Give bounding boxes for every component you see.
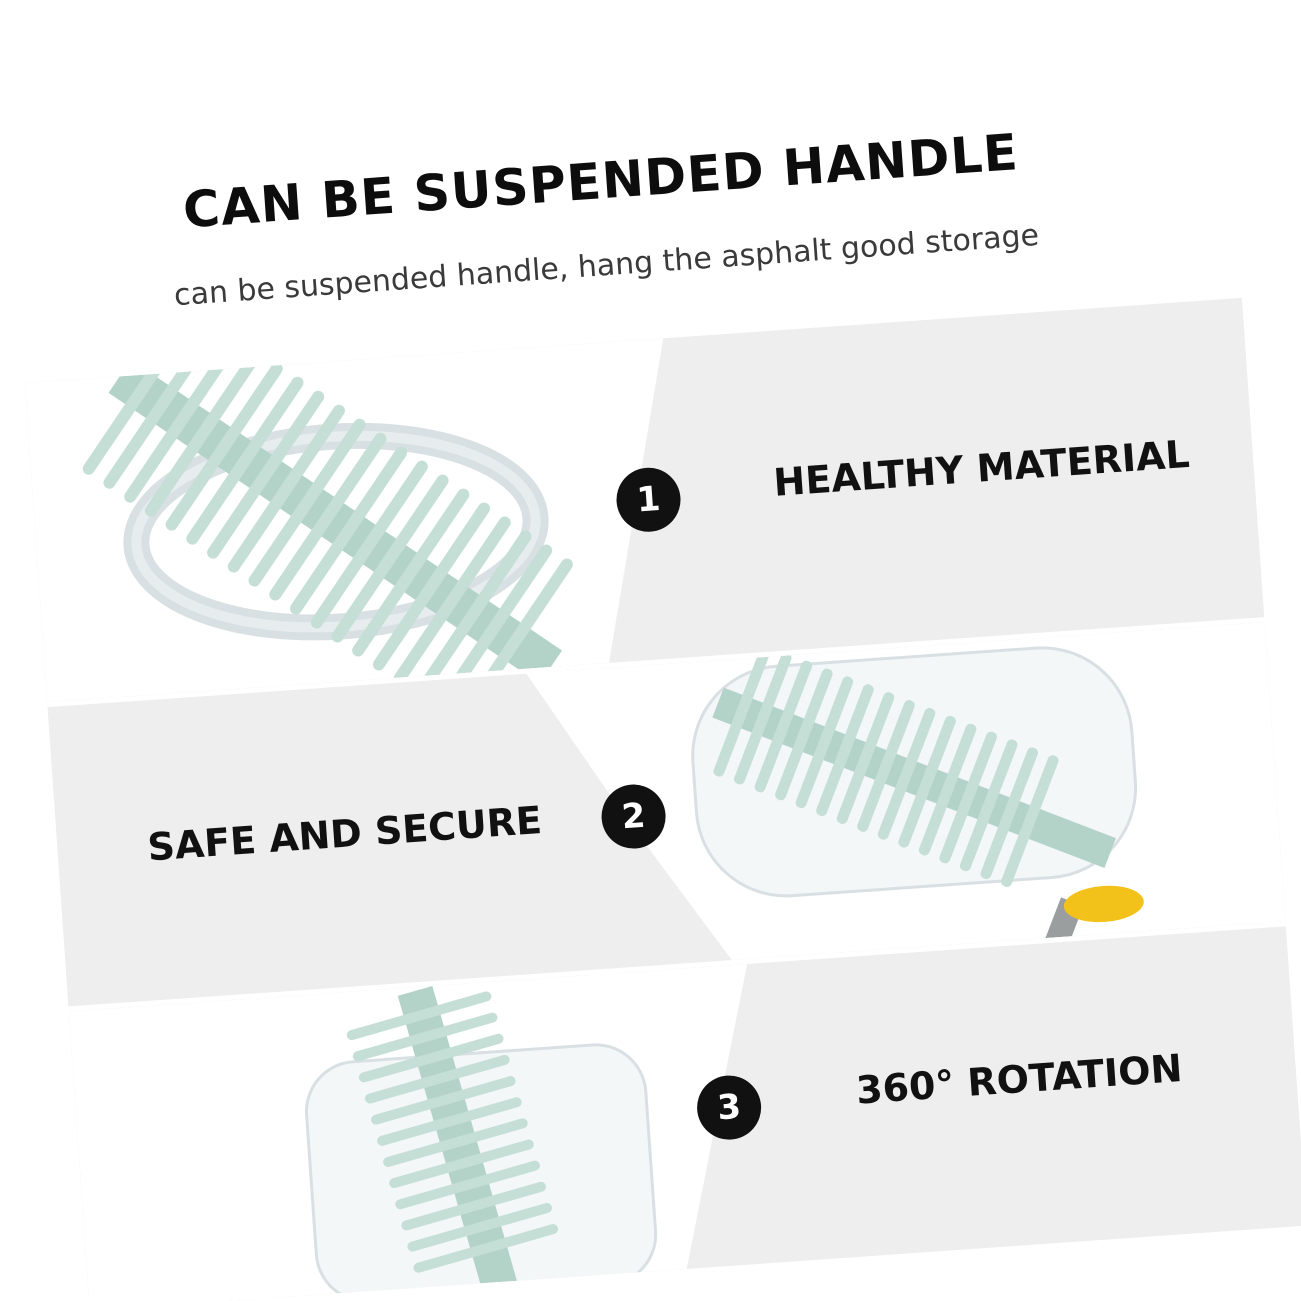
feature-panel-3: 3 360° ROTATION xyxy=(68,926,1301,1301)
feature-label-2: SAFE AND SECURE xyxy=(146,798,544,870)
feature-photo-2 xyxy=(526,622,1285,973)
brush-in-bottle-illustration xyxy=(526,622,1285,973)
brush-with-water-illustration xyxy=(25,338,686,702)
feature-panel-2: 2 SAFE AND SECURE xyxy=(47,622,1286,1007)
feature-photo-1 xyxy=(25,338,686,702)
feature-photo-3 xyxy=(69,964,768,1301)
feature-label-1: HEALTHY MATERIAL xyxy=(772,431,1191,505)
headline: CAN BE SUSPENDED HANDLE xyxy=(181,123,1021,240)
feature-label-3: 360° ROTATION xyxy=(854,1045,1184,1113)
brush-in-jar-illustration xyxy=(69,964,768,1301)
